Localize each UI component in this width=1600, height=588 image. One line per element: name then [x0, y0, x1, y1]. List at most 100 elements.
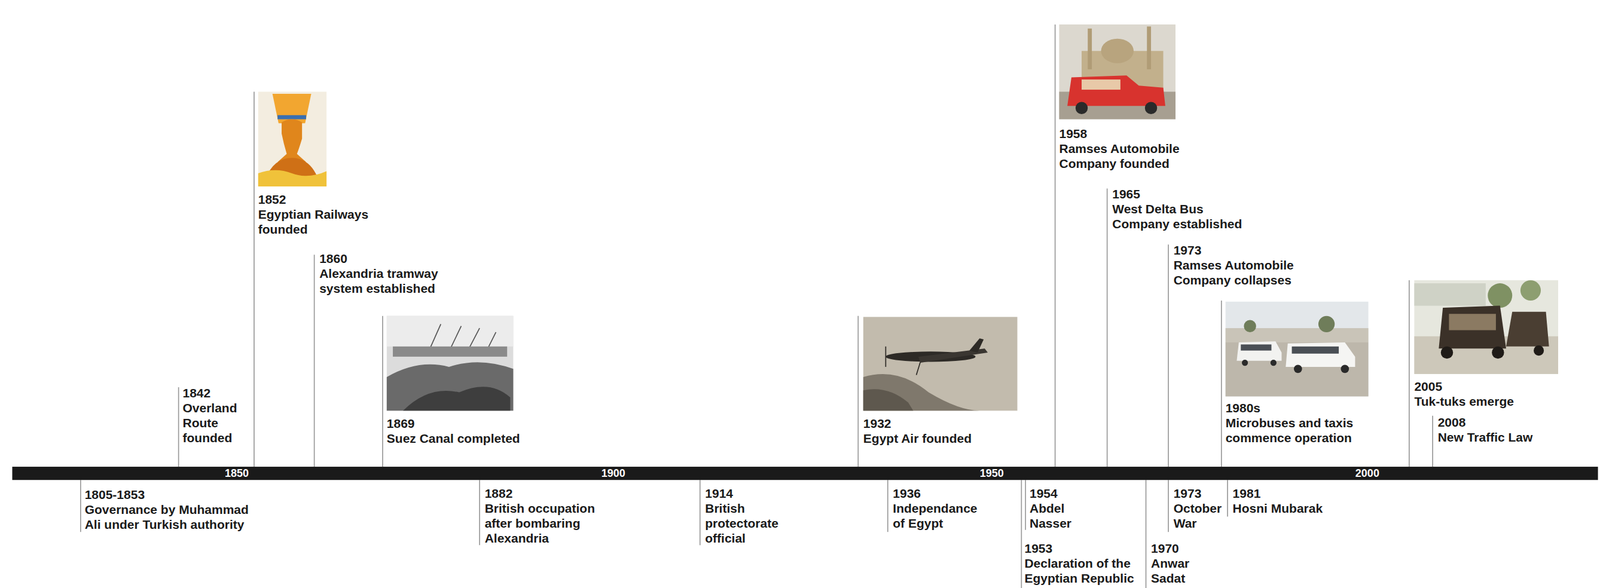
railway-poster-part	[272, 93, 312, 124]
event-ticks-part	[1024, 480, 1027, 531]
tuktuk-photo-part	[1414, 283, 1486, 307]
microbus-photo-part	[1225, 342, 1369, 397]
airplane-photo-part	[969, 338, 984, 353]
event-ticks-part	[887, 480, 889, 533]
timeline-event: 1882British occupation after bombaring A…	[484, 486, 606, 546]
event-ticks-part	[1408, 280, 1410, 467]
event-ticks-part	[857, 316, 859, 467]
event-ticks	[80, 24, 1433, 588]
axis-year: 2000	[1355, 466, 1380, 481]
event-year: 1958	[1058, 126, 1192, 142]
event-year: 1981	[1232, 486, 1324, 502]
event-description: Declaration of the Egyptian Republic	[1024, 556, 1143, 586]
event-description: Alexandria tramway system established	[319, 266, 452, 296]
timeline-event: 1914British protectorate official	[704, 486, 789, 546]
suez-photo-part	[402, 386, 511, 411]
axis-bar	[11, 466, 1598, 481]
timeline-event: 2008New Traffic Law	[1437, 414, 1534, 445]
timeline-event: 1973October War	[1173, 486, 1229, 531]
timeline-event: 1932Egypt Air founded	[863, 416, 972, 447]
airplane-photo	[863, 316, 1018, 411]
airplane-photo-part	[916, 361, 921, 375]
event-ticks-part	[1220, 300, 1223, 467]
microbus-photo-part	[1285, 342, 1355, 368]
event-ticks-part	[1020, 480, 1022, 588]
ramses-car-photo-part	[1087, 28, 1092, 70]
axis-year: 1850	[224, 466, 249, 481]
airplane-photo-part	[885, 346, 887, 368]
tuktuk-photo-part	[1438, 306, 1507, 350]
event-ticks-part	[1145, 480, 1147, 588]
suez-photo	[386, 316, 514, 412]
event-year: 1954	[1029, 486, 1081, 502]
event-year: 1932	[863, 416, 972, 432]
tuktuk-photo-part	[1487, 283, 1513, 308]
event-description: October War	[1173, 501, 1229, 531]
timeline-event: 1852Egyptian Railways founded	[258, 191, 379, 237]
event-year: 1852	[258, 191, 379, 207]
event-description: Overland Route founded	[182, 400, 247, 446]
event-description: Ramses Automobile Company founded	[1058, 141, 1192, 172]
event-year: 1980s	[1225, 400, 1355, 416]
event-year: 1953	[1024, 541, 1143, 557]
event-description: Ramses Automobile Company collapses	[1173, 257, 1302, 288]
event-description: Suez Canal completed	[386, 431, 521, 447]
tuktuk-photo-part	[1448, 313, 1496, 331]
timeline-event: 1970Anwar Sadat	[1150, 541, 1198, 586]
event-year: 1914	[704, 486, 789, 502]
timeline-event: 1973Ramses Automobile Company collapses	[1173, 242, 1302, 288]
event-year: 1882	[484, 486, 606, 502]
event-ticks-part	[1167, 244, 1169, 467]
microbus-photo	[1225, 301, 1369, 398]
timeline-event: 1869Suez Canal completed	[386, 416, 521, 447]
timeline-event: 2005Tuk-tuks emerge	[1414, 379, 1514, 409]
railway-poster-part	[277, 115, 307, 120]
microbus-photo-part	[1236, 341, 1282, 361]
timeline-event: 1981Hosni Mubarak	[1232, 486, 1324, 516]
event-ticks-part	[382, 316, 384, 467]
event-description: Independance of Egypt	[892, 501, 986, 531]
ramses-car-photo-part	[1058, 24, 1176, 120]
microbus-photo-part	[1293, 365, 1303, 374]
timeline-event: 1860Alexandria tramway system establishe…	[319, 251, 452, 296]
timeline-event: 1958Ramses Automobile Company founded	[1058, 126, 1192, 172]
ramses-car-photo-part	[1100, 38, 1134, 64]
event-year: 1936	[892, 486, 986, 502]
event-description: Abdel Nasser	[1029, 501, 1081, 531]
event-ticks-part	[1106, 188, 1108, 467]
railway-poster-part	[258, 170, 327, 187]
event-ticks-part	[1054, 24, 1056, 467]
microbus-photo-part	[1240, 344, 1272, 351]
event-year: 2005	[1414, 379, 1514, 395]
airplane-photo-part	[863, 316, 1018, 411]
timeline-event: 1953Declaration of the Egyptian Republic	[1024, 541, 1143, 586]
event-year: 1869	[386, 416, 521, 432]
timeline-event: 1954Abdel Nasser	[1029, 486, 1081, 531]
tuktuk-photo-part	[1506, 312, 1550, 347]
event-description: Egypt Air founded	[863, 431, 972, 447]
microbus-photo-part	[1243, 319, 1256, 332]
event-description: British protectorate official	[704, 501, 789, 546]
event-description: Governance by Muhammad Ali under Turkish…	[84, 502, 265, 533]
tuktuk-photo-part	[1414, 280, 1559, 375]
ramses-car-photo	[1058, 24, 1176, 120]
event-ticks-part	[80, 480, 82, 533]
event-ticks-part	[478, 480, 481, 546]
timeline-event: 1980sMicrobuses and taxis commence opera…	[1225, 400, 1355, 446]
microbus-photo-part	[1241, 359, 1248, 366]
timeline-event: 1842Overland Route founded	[182, 385, 247, 446]
suez-photo-part	[386, 316, 514, 412]
event-year: 1970	[1150, 541, 1198, 557]
event-description: New Traffic Law	[1437, 429, 1534, 445]
tuktuk-photo-part	[1520, 280, 1541, 301]
railway-poster-part	[277, 119, 307, 163]
event-description: British occupation after bombaring Alexa…	[484, 501, 606, 546]
event-year: 1860	[319, 251, 452, 267]
microbus-photo-part	[1318, 316, 1335, 333]
ramses-car-photo-part	[1144, 102, 1157, 115]
suez-photo-part	[392, 346, 508, 357]
event-ticks-part	[699, 480, 701, 546]
tuktuk-photo-part	[1491, 346, 1504, 359]
event-ticks-part	[1167, 480, 1169, 533]
